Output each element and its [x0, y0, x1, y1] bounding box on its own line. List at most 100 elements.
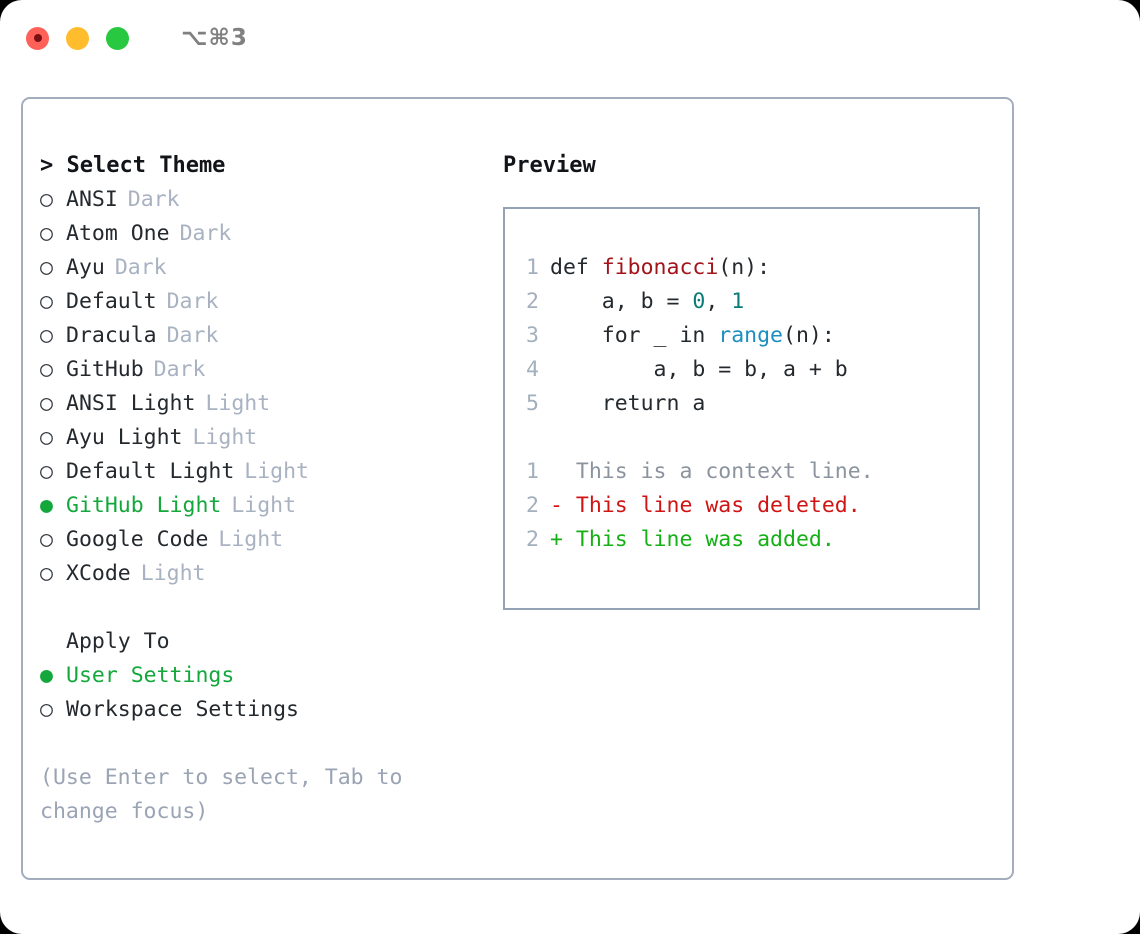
- apply-to-section: Apply To ●User Settings ○ Workspace Settin…: [40, 625, 501, 727]
- radio-unselected-icon: ○: [40, 289, 53, 314]
- theme-variant-badge: Dark: [153, 357, 206, 382]
- radio-unselected-icon: ○: [40, 459, 53, 484]
- line-number: 2: [526, 289, 539, 314]
- line-number: 3: [526, 323, 539, 348]
- theme-name-label: Default Light: [66, 459, 235, 484]
- line-number: 4: [526, 357, 539, 382]
- code-line: 3 for _ in range(n):: [505, 319, 978, 353]
- theme-name-label: Atom One: [66, 221, 170, 246]
- diff-text: - This line was deleted.: [550, 493, 861, 518]
- code-line: 2 a, b = 0, 1: [505, 285, 978, 319]
- theme-variant-badge: Dark: [179, 221, 232, 246]
- apply-to-item[interactable]: ●User Settings: [40, 659, 501, 693]
- theme-list-item[interactable]: ○ ANSI Dark: [40, 183, 501, 217]
- theme-variant-badge: Dark: [166, 289, 219, 314]
- radio-unselected-icon: ○: [40, 323, 53, 348]
- theme-list-item[interactable]: ○ Default Dark: [40, 285, 501, 319]
- theme-name-label: GitHub: [66, 357, 144, 382]
- keyboard-hint-text: (Use Enter to select, Tab to change focu…: [40, 765, 403, 824]
- theme-name-label: Google Code: [66, 527, 209, 552]
- radio-unselected-icon: ○: [40, 425, 53, 450]
- theme-name-label: Ayu: [66, 255, 105, 280]
- diff-sample: 1 This is a context line. 2 - This line wa…: [505, 455, 978, 557]
- code-token: a, b =: [550, 289, 693, 314]
- code-token: for _ in: [550, 323, 719, 348]
- theme-variant-badge: Light: [192, 425, 258, 450]
- apply-to-list[interactable]: ●User Settings ○ Workspace Settings: [40, 659, 501, 727]
- diff-text: + This line was added.: [550, 527, 835, 552]
- radio-unselected-icon: ○: [40, 391, 53, 416]
- title-bar: ⌥⌘3: [0, 0, 1140, 76]
- theme-name-label: Default: [66, 289, 157, 314]
- theme-variant-badge: Light: [140, 561, 206, 586]
- preview-heading: Preview: [503, 153, 596, 178]
- code-token: fibonacci: [601, 255, 719, 280]
- apply-to-label: Workspace Settings: [66, 697, 299, 722]
- code-token: return a: [550, 391, 706, 416]
- radio-unselected-icon: ○: [40, 255, 53, 280]
- theme-list-item[interactable]: ○ Default Light Light: [40, 455, 501, 489]
- theme-variant-badge: Dark: [166, 323, 219, 348]
- theme-list-item[interactable]: ○ Dracula Dark: [40, 319, 501, 353]
- theme-list-item[interactable]: ○ Ayu Light Light: [40, 421, 501, 455]
- code-token: 0: [692, 289, 706, 314]
- radio-selected-icon: ●: [40, 493, 53, 518]
- theme-name-label: Dracula: [66, 323, 157, 348]
- theme-name-label: Ayu Light: [66, 425, 183, 450]
- theme-variant-badge: Dark: [114, 255, 167, 280]
- code-token: range: [718, 323, 784, 348]
- radio-selected-icon: ●: [40, 663, 53, 688]
- line-number: 5: [526, 391, 539, 416]
- theme-variant-badge: Light: [244, 459, 310, 484]
- theme-variant-badge: Dark: [127, 187, 180, 212]
- code-line: 4 a, b = b, a + b: [505, 353, 978, 387]
- code-token: a, b = b, a + b: [550, 357, 848, 382]
- code-token: def: [550, 255, 602, 280]
- theme-name-label: ANSI Light: [66, 391, 196, 416]
- diff-text: This is a context line.: [550, 459, 874, 484]
- code-token: 1: [731, 289, 745, 314]
- radio-unselected-icon: ○: [40, 561, 53, 586]
- minimize-button-icon[interactable]: [66, 26, 89, 50]
- code-diff-spacer: [505, 421, 978, 455]
- window-shortcut-label: ⌥⌘3: [181, 25, 248, 51]
- apply-to-item[interactable]: ○ Workspace Settings: [40, 693, 501, 727]
- theme-list-item[interactable]: ○ Ayu Dark: [40, 251, 501, 285]
- theme-list-item[interactable]: ● GitHub Light Light: [40, 489, 501, 523]
- apply-to-heading: Apply To: [66, 629, 170, 654]
- theme-variant-badge: Light: [231, 493, 297, 518]
- close-button-icon[interactable]: [26, 26, 49, 50]
- code-line: 5 return a: [505, 387, 978, 421]
- theme-variant-badge: Light: [205, 391, 271, 416]
- diff-line: 2 - This line was deleted.: [505, 489, 978, 523]
- code-token: (n):: [783, 323, 835, 348]
- code-token: ,: [705, 289, 732, 314]
- radio-unselected-icon: ○: [40, 697, 53, 722]
- theme-variant-badge: Light: [218, 527, 284, 552]
- line-number: 1: [526, 459, 539, 484]
- traffic-lights: [26, 26, 129, 50]
- maximize-button-icon[interactable]: [106, 26, 129, 50]
- diff-line: 2 + This line was added.: [505, 523, 978, 557]
- theme-name-label: XCode: [66, 561, 131, 586]
- radio-unselected-icon: ○: [40, 187, 53, 212]
- theme-list-item[interactable]: ○ ANSI Light Light: [40, 387, 501, 421]
- line-number: 2: [526, 493, 539, 518]
- theme-name-label: ANSI: [66, 187, 118, 212]
- line-number: 2: [526, 527, 539, 552]
- diff-line: 1 This is a context line.: [505, 455, 978, 489]
- theme-list-item[interactable]: ○ XCode Light: [40, 557, 501, 591]
- code-token: (n):: [718, 255, 771, 280]
- theme-name-label: GitHub Light: [66, 493, 222, 518]
